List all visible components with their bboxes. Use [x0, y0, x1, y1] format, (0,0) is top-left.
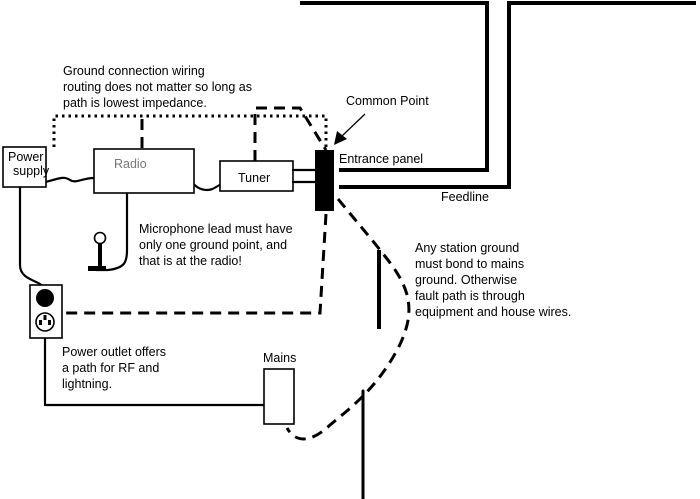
wire-microphone-lead: [94, 190, 129, 272]
ground-connection-tuner: [253, 106, 328, 161]
svg-text:Ground connection wiring: Ground connection wiring: [63, 64, 205, 78]
svg-text:fault path is through: fault path is through: [415, 289, 525, 303]
power-outlet: [29, 284, 63, 339]
svg-text:Microphone lead must have: Microphone lead must have: [139, 222, 293, 236]
feedline-cable: [300, 1, 696, 189]
outlet-socket-bottom-icon: [35, 312, 55, 332]
entrance-panel-label: Entrance panel: [339, 152, 423, 166]
svg-text:equipment and house wires.: equipment and house wires.: [415, 305, 571, 319]
mains-label: Mains: [263, 351, 296, 365]
svg-text:a path for RF and: a path for RF and: [62, 361, 159, 375]
outlet-socket-top-icon: [36, 289, 54, 307]
wire-supply-to-outlet: [18, 186, 47, 300]
mains-box: [263, 368, 295, 425]
wire-supply-to-radio: [44, 176, 96, 184]
power-supply-label-line2: supply: [13, 164, 50, 178]
wire-outlet-to-mains: [43, 336, 266, 407]
coax-tuner-to-panel: [291, 168, 317, 184]
microphone-icon: [88, 231, 107, 271]
common-point-arrow: [334, 113, 366, 145]
ground-connection-dotted: [52, 114, 328, 150]
power-supply-label-line1: Power: [8, 150, 43, 164]
svg-text:Power outlet offers: Power outlet offers: [62, 345, 166, 359]
svg-text:that is at the radio!: that is at the radio!: [139, 254, 242, 268]
feedline-label: Feedline: [441, 190, 489, 204]
svg-text:must bond to mains: must bond to mains: [415, 257, 524, 271]
svg-text:lightning.: lightning.: [62, 377, 112, 391]
radio-box: Radio: [93, 148, 195, 194]
power-supply-box: Power supply: [2, 146, 50, 188]
entrance-panel: [315, 150, 334, 211]
svg-text:Any station ground: Any station ground: [415, 241, 519, 255]
note-station-ground: Any station ground must bond to mains gr…: [415, 241, 571, 319]
svg-text:routing does not matter so lon: routing does not matter so long as: [63, 80, 252, 94]
svg-text:only one ground point, and: only one ground point, and: [139, 238, 287, 252]
outlet-pins-icon: [39, 315, 51, 325]
svg-text:ground. Otherwise: ground. Otherwise: [415, 273, 517, 287]
note-microphone: Microphone lead must have only one groun…: [139, 222, 293, 268]
tuner-label: Tuner: [238, 171, 270, 185]
radio-label: Radio: [114, 157, 147, 171]
tuner-box: Tuner: [219, 160, 294, 192]
svg-text:path is lowest impedance.: path is lowest impedance.: [63, 96, 207, 110]
note-power-outlet: Power outlet offers a path for RF and li…: [62, 345, 166, 391]
ground-line-to-outlet: [62, 213, 328, 315]
ground-line-to-mains: [285, 198, 411, 441]
note-ground-wiring: Ground connection wiring routing does no…: [63, 64, 252, 110]
common-point-label: Common Point: [346, 94, 429, 108]
